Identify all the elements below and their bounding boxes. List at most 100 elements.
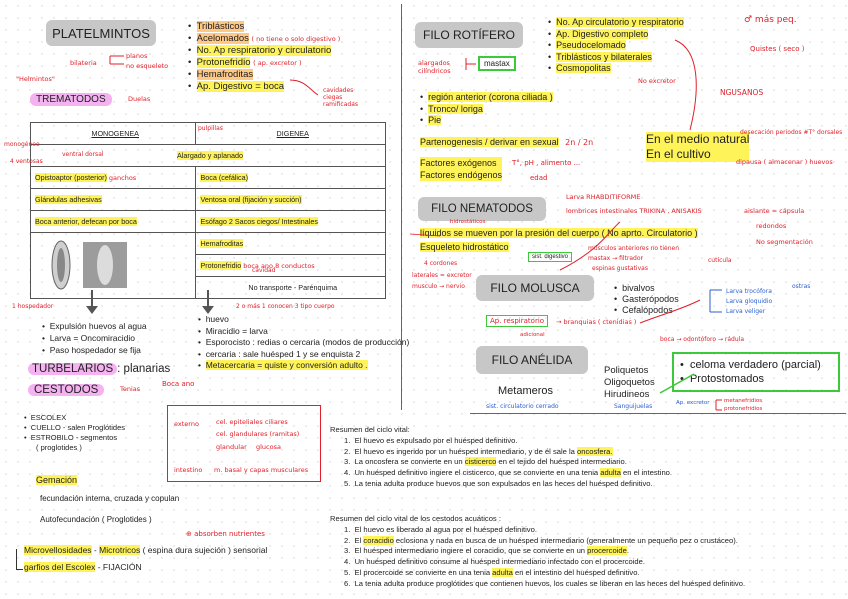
edad-note: edad	[530, 174, 548, 182]
sanguijuelas-note: Sanguijuelas	[614, 403, 653, 410]
garfios-row: garfios del Escolex - FIJACIÓN	[24, 562, 142, 572]
protonefridios-note: protonefridios	[724, 406, 763, 412]
turbelarios-title: TURBELARIOS	[28, 363, 118, 375]
medio-natural: En el medio natural	[646, 132, 750, 147]
bullet-triblasticos: Triblásticos	[196, 21, 245, 32]
mol-bullet-2: Gasterópodos	[622, 294, 679, 304]
microvellosidades: Microvellosidades	[24, 545, 92, 555]
ap-respiratorio-box: Ap. respiratorio	[486, 315, 549, 327]
factores-block: Factores exógenos Factores endógenos	[420, 157, 503, 181]
sist-circulatorio-note: sist. circulatorio cerrado	[486, 403, 559, 410]
rotifero-bullets: • No. Ap circulatorio y respiratorio • A…	[548, 17, 684, 73]
ciclo-acuatico-6: La tenia adulta produce proglótides que …	[354, 578, 746, 588]
anelida-title: FILO ANÉLIDA	[476, 346, 588, 374]
turbelarios-suffix: : planarias	[117, 363, 171, 375]
ganchos-note: ganchos	[108, 174, 137, 182]
hidrostaticos-note: hidrostáticos	[450, 219, 486, 225]
planos-note: planos	[126, 52, 148, 60]
bullet-hemafroditas: Hemafroditas	[196, 69, 254, 80]
bullet-estrobilo: ESTROBILO - segmentos	[30, 433, 118, 442]
ciclo-tenia-5: La tenia adulta produce huevos que son e…	[354, 478, 653, 488]
bilateria-note: bilateria	[70, 59, 97, 67]
metameros: Metameros	[498, 385, 554, 397]
cell-protonefridio: Protonefridio	[200, 261, 242, 270]
ostras-note: ostras	[792, 283, 811, 290]
mol-bullet-3: Cefalópodos	[622, 305, 673, 315]
esqueleto-text: Esqueleto hidrostático	[420, 242, 509, 252]
rot-bullet-5: Cosmopolitas	[556, 63, 611, 73]
tenias-note: Tenias	[120, 385, 141, 393]
metanefridios-note: metanefridios	[724, 398, 763, 404]
box-celoma: celoma verdadero (parcial)	[689, 359, 821, 371]
musculo-note: musculo → nervio	[412, 283, 465, 290]
sist-digestivo-box: sist. digestivo	[528, 252, 573, 262]
platelmintos-bullets: • Triblásticos • Acelomados ( no tiene o…	[188, 21, 341, 92]
rotifero-title: FILO ROTÍFERO	[415, 22, 523, 48]
cestodos-red-box	[167, 405, 321, 482]
factores-exogenos: Factores exógenos	[420, 157, 503, 169]
box-glandulares: cel. glandulares (ramitas)	[216, 430, 300, 438]
ciclo-acuatico-1: El huevo es liberado al agua por el hués…	[354, 524, 537, 534]
medio-cultivo: En el cultivo	[646, 147, 750, 162]
digenea-note: pulpillas	[198, 125, 223, 132]
segmentacion-note: No segmentación	[756, 238, 813, 246]
cell-no-transporte: No transporte - Parénquima	[248, 283, 338, 292]
laterales-note: laterales = excretor	[412, 272, 472, 279]
ruptura-note: espinas gustativas	[592, 265, 648, 272]
garfios: garfios del Escolex	[24, 562, 96, 572]
cestodos-bullets: • ESCOLEX • CUELLO - salen Proglótides •…	[24, 413, 126, 452]
right-arrow-note: 2 o más 1 conocen 3 tipo cuerpo	[236, 303, 335, 310]
cell-ventosa: Ventosa oral (fijación y succión)	[200, 195, 302, 204]
bullet-proglotides: ( proglotides )	[36, 443, 82, 452]
box-intestino: intestino	[174, 466, 203, 474]
acel-note: ( no tiene o solo digestivo )	[251, 34, 341, 43]
monogenea-note-3: ventral dorsal	[62, 151, 104, 158]
ciclo-tenia-title: Resumen del ciclo vital:	[330, 425, 410, 434]
boca-radula-note: boca → odontóforo → rádula	[660, 336, 745, 343]
fijacion: - FIJACIÓN	[97, 562, 142, 572]
rotifero-region: • región anterior (corona ciliada ) • Tr…	[420, 92, 553, 125]
parteno-note: 2n / 2n	[565, 138, 594, 147]
ciclo-acuatico-4: Un huésped definitivo consume al huésped…	[354, 557, 645, 567]
bullet-cuello: CUELLO - salen Proglótides	[30, 423, 126, 432]
liquidos-text: líquidos se mueven por la presión del cu…	[420, 228, 698, 238]
rot-bullet-3: Pseudocelomado	[556, 40, 626, 50]
monogenea-note-2: 4 ventosas	[10, 158, 43, 165]
row-alargado: Alargado y aplanado	[177, 151, 243, 160]
bullet-protonefridio: Protonefridio	[196, 56, 251, 68]
quistes-note: Quistes ( seco )	[750, 45, 805, 53]
larva-veliger: Larva veliger	[726, 308, 766, 315]
cell-hemafroditas: Hemafroditas	[200, 239, 244, 248]
cycle-right-4: cercaria : sale huésped 1 y se enquista …	[205, 348, 361, 359]
musculos-note: músculos anteriores no tienen	[588, 245, 680, 252]
no-esqueleto-note: no esqueleto	[126, 62, 169, 70]
column-divider	[401, 4, 402, 410]
cycle-left-3: Paso hospedador se fija	[49, 345, 141, 355]
capsula-note: aislante = cápsula	[744, 207, 805, 215]
bullet-acelomados: Acelomados	[196, 32, 249, 44]
duelas-note: Duelas	[128, 95, 151, 103]
cycle-arrows	[86, 290, 214, 314]
factores-endogenos: Factores endógenos	[420, 169, 503, 181]
lombrices-note: lombrices intestinales TRIKINA , ANISAKI…	[566, 207, 702, 215]
platelmintos-title: PLATELMINTOS	[46, 20, 156, 46]
nematodos-title: FILO NEMATODOS	[418, 197, 546, 221]
cycle-right-3: Esporocisto : redias o cercaria (modos d…	[205, 337, 410, 347]
factores-note: T°, pH , alimento ...	[512, 159, 581, 167]
autofecundacion: Autofecundación ( Proglotides )	[40, 515, 152, 524]
cell-opistoaptor: Opistoaptor (posterior)	[35, 173, 107, 182]
no-excretor-note: No excretor	[638, 77, 676, 85]
rot-bullet-4: Triblásticos y bilaterales	[556, 51, 652, 62]
clase-poliquetos: Poliquetos	[604, 365, 649, 376]
garfios-bracket	[16, 549, 23, 570]
box-glucosa: glucosa	[256, 443, 281, 451]
alargados-note: alargados cilíndricos	[418, 59, 451, 75]
dipausa-note: dipausa ( almacenar ) huevos	[736, 158, 833, 166]
no-gusanos-note: NGUSANOS	[720, 88, 764, 97]
box-musculares: m. basal y capas musculares	[214, 466, 309, 474]
filtrado-note: mastax → filtrador	[588, 255, 643, 262]
absorben-note: ⊕ absorben nutrientes	[186, 530, 265, 538]
cavidad-note: cavidad	[252, 267, 276, 274]
cycle-right-5: Metacercaria = quiste y conversión adult…	[205, 360, 368, 370]
